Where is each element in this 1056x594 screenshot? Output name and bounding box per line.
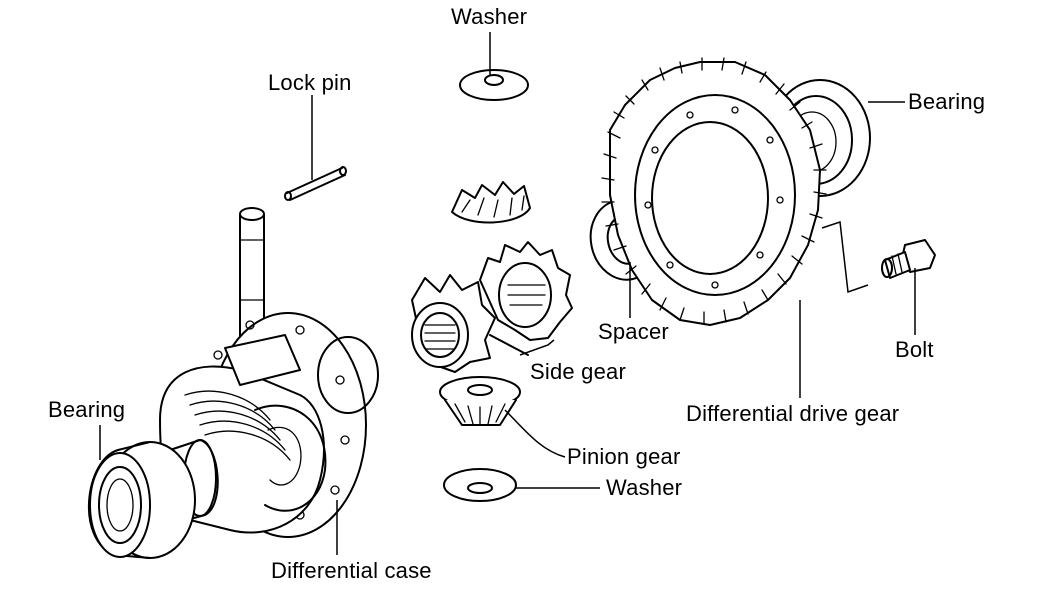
bearing-left-part — [87, 441, 196, 559]
lock-pin-part — [284, 166, 347, 201]
label-washer-top: Washer — [451, 4, 528, 29]
label-bearing-left: Bearing — [48, 397, 126, 422]
bolt-part — [821, 220, 936, 294]
label-bolt: Bolt — [895, 337, 934, 362]
differential-drive-gear-part — [601, 57, 827, 326]
label-side-gear: Side gear — [530, 359, 626, 384]
label-differential-drive-gear: Differential drive gear — [686, 401, 900, 426]
label-differential-case: Differential case — [271, 558, 432, 583]
differential-case-part — [139, 207, 379, 538]
leader-side-gear — [519, 339, 555, 356]
label-washer-bottom: Washer — [606, 475, 683, 500]
pinion-gear-upper-part — [451, 181, 531, 224]
label-spacer: Spacer — [598, 319, 669, 344]
washer-top-part — [459, 69, 529, 101]
label-lock-pin: Lock pin — [268, 70, 352, 95]
leader-pinion-gear — [504, 409, 566, 458]
label-pinion-gear: Pinion gear — [567, 444, 681, 469]
label-bearing-right: Bearing — [908, 89, 986, 114]
side-gear-left-part — [411, 274, 496, 373]
side-gear-right-part — [479, 241, 573, 356]
pinion-gear-lower-part — [439, 376, 521, 426]
washer-bottom-part — [443, 468, 517, 502]
